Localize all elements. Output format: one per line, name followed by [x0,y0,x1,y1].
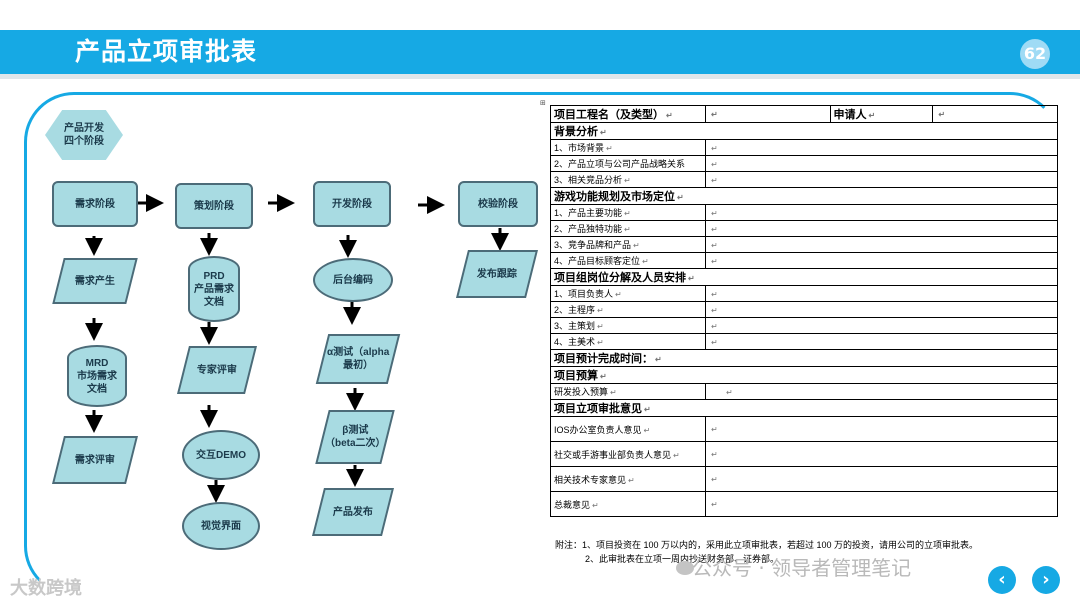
node-mrd-document: MRD 市场需求 文档 [67,345,127,407]
node-release-tracking: 发布跟踪 [456,250,538,298]
page-number-badge: 62 [1020,39,1050,69]
field-lead-designer[interactable]: ↵ [704,317,1059,334]
node-interaction-demo: 交互DEMO [182,430,260,480]
section-staffing: 项目组岗位分解及人员安排↵ [550,268,1058,286]
form-row-project-name: 项目工程名（及类型）↵ ↵ 申请人↵ ↵ [550,105,1058,123]
applicant-value[interactable]: ↵ [932,105,1058,123]
field-strategy-relation[interactable]: ↵ [704,155,1059,172]
note-line-2: 2、此审批表在立项一周内抄送财务部、证券部。 [585,554,780,564]
title-bar [0,30,1080,74]
section-approval: 项目立项审批意见↵ [550,399,1058,417]
section-positioning: 游戏功能规划及市场定位↵ [550,187,1058,205]
project-name-value[interactable]: ↵ [704,105,831,123]
form-notes: 附注：1、项目投资在 100 万以内的，采用此立项审批表，若超过 100 万的投… [555,538,978,566]
stage-verification: 校验阶段 [458,181,538,227]
node-prd-document: PRD 产品需求 文档 [188,256,240,322]
field-lead-artist[interactable]: ↵ [704,333,1059,350]
section-background: 背景分析↵ [550,122,1058,140]
note-line-1: 附注：1、项目投资在 100 万以内的，采用此立项审批表，若超过 100 万的投… [555,540,979,550]
stage-planning: 策划阶段 [175,183,253,229]
field-main-features[interactable]: ↵ [704,204,1059,221]
field-competing-brands[interactable]: ↵ [704,236,1059,253]
node-alpha-test: α测试（alpha 最初） [315,334,401,384]
section-completion-time[interactable]: 项目预计完成时间：↵ [550,349,1058,367]
approval-form-table: 项目工程名（及类型）↵ ↵ 申请人↵ ↵ 背景分析↵ 1、市场背景↵↵ 2、产品… [550,105,1059,517]
content-frame [24,92,1060,596]
node-backend-coding: 后台编码 [313,258,393,302]
field-project-lead[interactable]: ↵ [704,285,1059,302]
node-requirement-generation: 需求产生 [52,258,138,304]
node-beta-test: β测试 （beta二次） [315,410,395,464]
node-visual-interface: 视觉界面 [182,502,260,550]
field-competitor-analysis[interactable]: ↵ [704,171,1059,188]
field-ios-office-opinion[interactable]: ↵ [704,416,1059,442]
prev-slide-button[interactable]: ‹ [988,566,1016,594]
table-anchor-mark: ⊞ [540,99,546,107]
stage-development: 开发阶段 [313,181,391,227]
title-bar-divider [0,74,1080,79]
field-tech-expert-opinion[interactable]: ↵ [704,466,1059,492]
flow-start-hexagon [45,110,123,160]
node-expert-review: 专家评审 [177,346,257,394]
section-budget: 项目预算↵ [550,366,1058,384]
watermark-text: 公众号 · 领导者管理笔记 [692,556,912,580]
page-title: 产品立项审批表 [75,37,258,66]
field-lead-programmer[interactable]: ↵ [704,301,1059,318]
stage-requirement: 需求阶段 [52,181,138,227]
node-requirement-review: 需求评审 [52,436,138,484]
next-slide-button[interactable]: › [1032,566,1060,594]
brand-logo: 大数跨境 [10,578,82,599]
field-division-head-opinion[interactable]: ↵ [704,441,1059,467]
node-product-release: 产品发布 [312,488,394,536]
field-ceo-opinion[interactable]: ↵ [704,491,1059,517]
flow-start-label: 产品开发 四个阶段 [64,123,104,147]
field-target-customers[interactable]: ↵ [704,252,1059,269]
field-market-background[interactable]: ↵ [704,139,1059,156]
field-rd-budget[interactable]: ↵ [704,383,1059,400]
field-unique-features[interactable]: ↵ [704,220,1059,237]
wechat-icon [676,561,694,575]
